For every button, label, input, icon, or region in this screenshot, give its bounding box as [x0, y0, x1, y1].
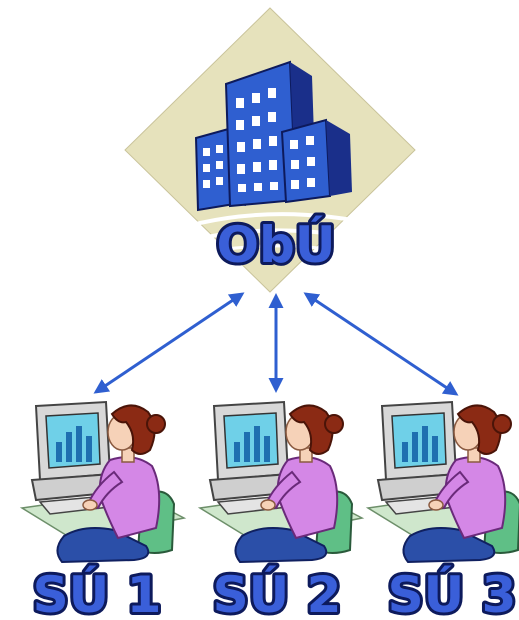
arrow-obu-su1 — [93, 292, 245, 394]
user-at-computer-icon — [367, 401, 519, 563]
workstation-label-su3: SÚ 3 — [388, 565, 517, 620]
connection-arrows — [93, 292, 459, 396]
user-at-computer-icon — [199, 401, 363, 563]
workstation-label-su2: SÚ 2 — [213, 565, 342, 620]
workstation-su1 — [21, 401, 185, 563]
arrow-obu-su3 — [303, 292, 459, 396]
user-at-computer-icon — [21, 401, 185, 563]
office-building-icon — [124, 7, 416, 293]
workstation-label-su1: SÚ 1 — [33, 565, 162, 620]
workstation-su3 — [367, 401, 519, 563]
office-label: ObÚ — [217, 215, 336, 274]
workstation-su2 — [199, 401, 363, 563]
